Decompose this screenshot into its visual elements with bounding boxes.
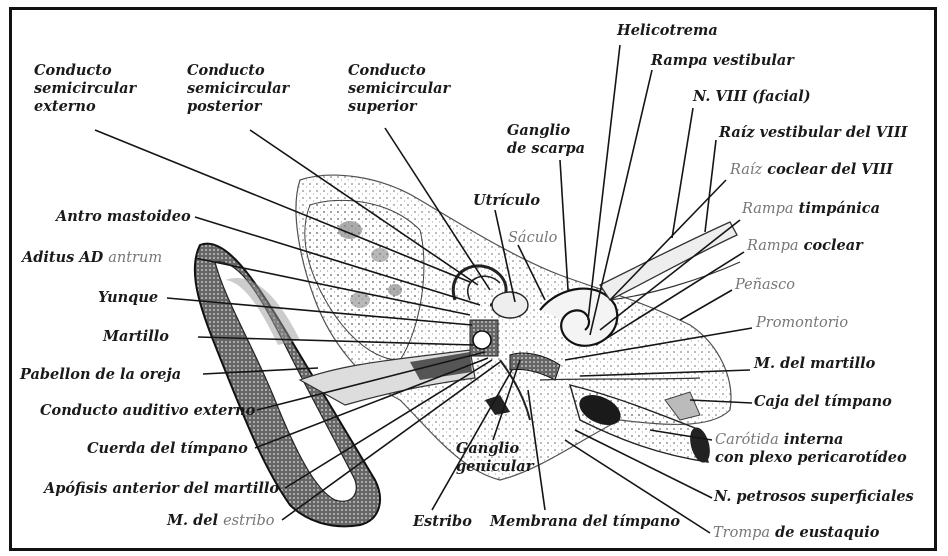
label-yunque: Yunque <box>98 289 158 307</box>
label-m-estribo: M. del estribo <box>167 512 275 530</box>
mastoid-region <box>305 200 424 360</box>
label-conducto-posterior: Conducto semicircular posterior <box>187 62 289 116</box>
vestibule <box>492 292 528 318</box>
label-utriculo: Utrículo <box>473 192 540 210</box>
label-aditus: Aditus AD antrum <box>22 249 162 267</box>
mastoid-cell <box>388 284 402 296</box>
label-carotida: Carótida interna con plexo pericarotídeo <box>715 431 907 467</box>
label-rampa-coclear: Rampa coclear <box>747 237 863 255</box>
label-estribo: Estribo <box>413 513 472 531</box>
label-saculo: Sáculo <box>508 229 557 247</box>
label-martillo: Martillo <box>103 328 169 346</box>
leader-line <box>680 290 732 320</box>
label-m-martillo: M. del martillo <box>754 355 875 373</box>
leader-line <box>560 160 568 290</box>
label-trompa-eustaquio: Trompa de eustaquio <box>713 524 879 542</box>
label-pabellon: Pabellon de la oreja <box>20 366 181 384</box>
label-conducto-externo: Conducto semicircular externo <box>34 62 136 116</box>
label-caja-timpano: Caja del tímpano <box>754 393 892 411</box>
label-n-viii: N. VIII (facial) <box>693 88 811 106</box>
label-ganglio-scarpa: Ganglio de scarpa <box>507 122 585 158</box>
label-membrana-timpano: Membrana del tímpano <box>490 513 680 531</box>
label-conducto-superior: Conducto semicircular superior <box>348 62 450 116</box>
malleus-head <box>473 331 491 349</box>
mastoid-cell <box>371 248 389 262</box>
label-conducto-auditivo: Conducto auditivo externo <box>40 402 255 420</box>
label-antro-mastoideo: Antro mastoideo <box>56 208 191 226</box>
label-promontorio: Promontorio <box>756 314 848 332</box>
leader-line <box>705 140 716 232</box>
label-rampa-timpanica: Rampa timpánica <box>742 200 880 218</box>
label-helicotrema: Helicotrema <box>617 22 718 40</box>
label-raiz-vestibular: Raíz vestibular del VIII <box>719 124 907 142</box>
label-penasco: Peñasco <box>735 276 795 294</box>
leader-line <box>590 70 652 335</box>
label-n-petrosos: N. petrosos superficiales <box>714 488 914 506</box>
label-raiz-coclear: Raíz coclear del VIII <box>730 161 893 179</box>
label-rampa-vestibular: Rampa vestibular <box>651 52 794 70</box>
label-ganglio-genicular: Ganglio genicular <box>456 440 533 476</box>
label-apofisis: Apófisis anterior del martillo <box>44 480 279 498</box>
label-cuerda-timpano: Cuerda del tímpano <box>87 440 248 458</box>
